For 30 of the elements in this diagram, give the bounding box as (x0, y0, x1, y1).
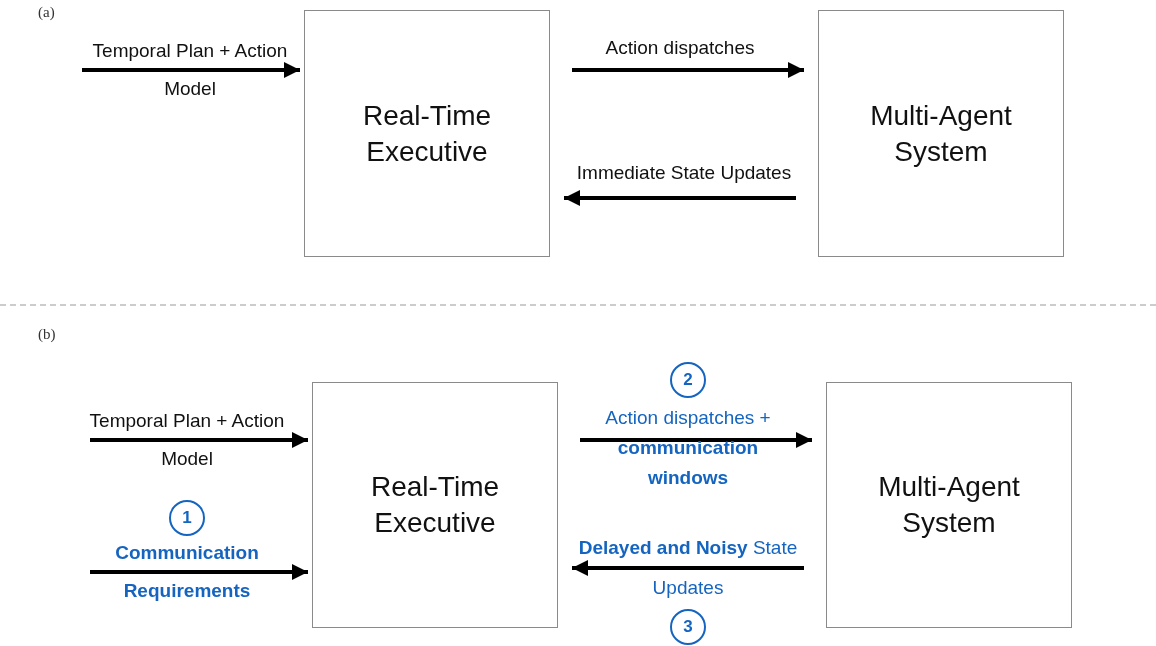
edge-label: Temporal Plan + Action Model (91, 39, 289, 101)
arrow (82, 62, 300, 78)
arrow (572, 560, 804, 576)
arrow (90, 432, 308, 448)
node-text: Multi-Agent System (869, 98, 1013, 169)
step-number-circle (670, 362, 706, 398)
node-text: 2 (683, 370, 693, 390)
step-number-circle (670, 609, 706, 645)
edge-label: Action dispatches + communication windows (604, 406, 772, 490)
panel-label: (b) (38, 326, 56, 343)
edge-label: Action dispatches (604, 36, 756, 60)
edge-label: Immediate State Updates (575, 161, 793, 185)
process-box (818, 10, 1064, 257)
arrow (580, 432, 812, 448)
edge-label: Communication Requirements (114, 541, 260, 603)
arrow (572, 62, 804, 78)
node-text: 3 (683, 617, 693, 637)
process-box (304, 10, 550, 257)
panel-label: (a) (38, 4, 55, 21)
step-number-circle (169, 500, 205, 536)
node-text: Real-Time Executive (361, 98, 493, 169)
node-text: Multi-Agent System (877, 470, 1021, 540)
node-text: Real-Time Executive (369, 470, 501, 540)
edge-label: Delayed and Noisy State Updates (578, 536, 798, 600)
arrow (564, 190, 796, 206)
process-box (826, 382, 1072, 628)
edge-label: Temporal Plan + Action Model (88, 409, 286, 471)
arrow (90, 564, 308, 580)
process-box (312, 382, 558, 628)
node-text: 1 (182, 508, 192, 528)
